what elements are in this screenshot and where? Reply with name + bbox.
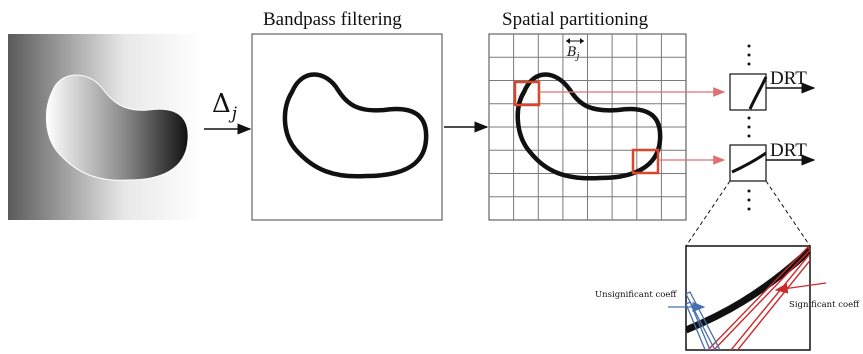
bandpass-title: Bandpass filtering xyxy=(263,9,402,30)
significant-label: Significant coeff xyxy=(789,300,860,310)
delta-arrow: Δj xyxy=(204,89,250,129)
bandpass-frame xyxy=(252,34,442,220)
drt-column: DRT DRT xyxy=(730,45,814,211)
input-image-panel xyxy=(8,34,202,220)
bandpass-panel: Bandpass filtering xyxy=(252,9,442,220)
vertical-dots-bottom xyxy=(748,190,751,211)
drt-label-top: DRT xyxy=(770,68,807,89)
vertical-dots-top xyxy=(748,45,751,66)
vertical-dots-middle xyxy=(748,117,751,138)
delta-label: Δj xyxy=(212,89,238,124)
spatial-title: Spatial partitioning xyxy=(502,9,649,30)
zoom-panel xyxy=(686,246,812,352)
zoom-line-right xyxy=(766,181,810,246)
unsignificant-label: Unsignificant coeff xyxy=(595,290,677,300)
drt-label-bottom: DRT xyxy=(770,140,807,161)
drt-block-top xyxy=(730,74,766,110)
zoom-line-left xyxy=(686,181,730,246)
spatial-panel: Spatial partitioning Bj xyxy=(489,9,686,220)
